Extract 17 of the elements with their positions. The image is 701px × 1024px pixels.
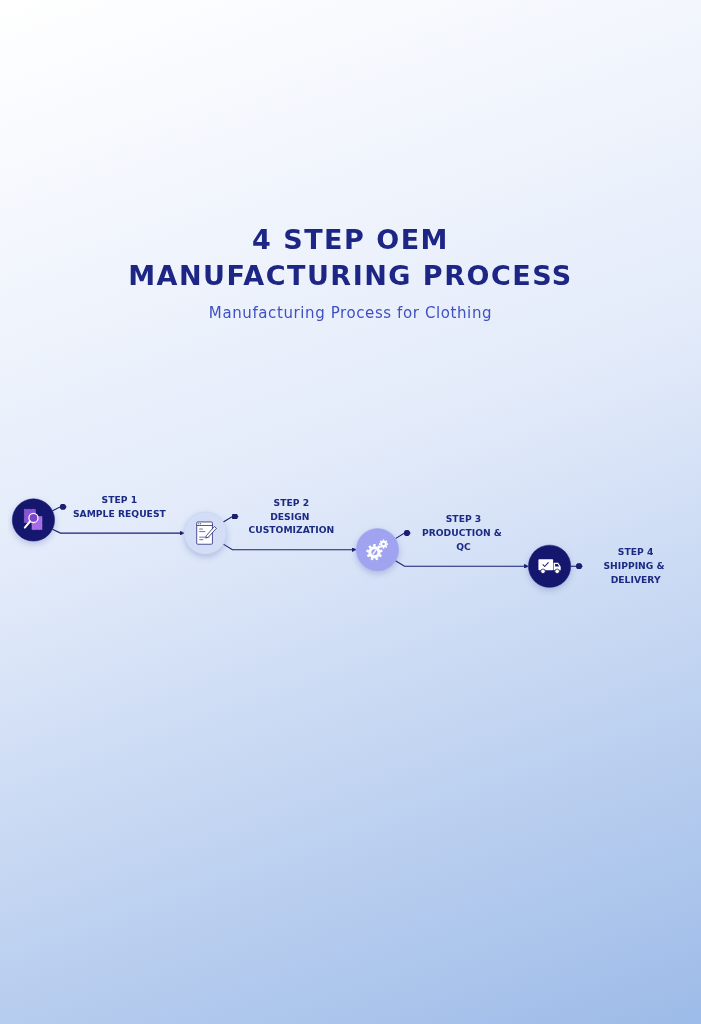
connector	[570, 563, 584, 570]
connector	[51, 503, 67, 512]
subtitle: Manufacturing Process for Clothing	[208, 304, 493, 322]
node-text: STEP 3 PRODUCTION & QC	[421, 513, 502, 552]
arrow	[394, 560, 529, 569]
arrow	[222, 543, 357, 553]
node-text: STEP 1 SAMPLE REQUEST	[72, 494, 166, 519]
node-circle	[528, 544, 571, 588]
connector	[222, 513, 239, 523]
arrow	[51, 528, 185, 536]
connector	[394, 529, 411, 540]
title: 4 STEP OEM MANUFACTURING PROCESS	[127, 223, 574, 293]
node-circle	[356, 528, 399, 572]
node-circle	[12, 498, 55, 542]
node-text: STEP 4 SHIPPING & DELIVERY	[603, 546, 665, 586]
node-text: STEP 2 DESIGN CUSTOMIZATION	[248, 496, 335, 536]
node-circle	[183, 511, 227, 555]
